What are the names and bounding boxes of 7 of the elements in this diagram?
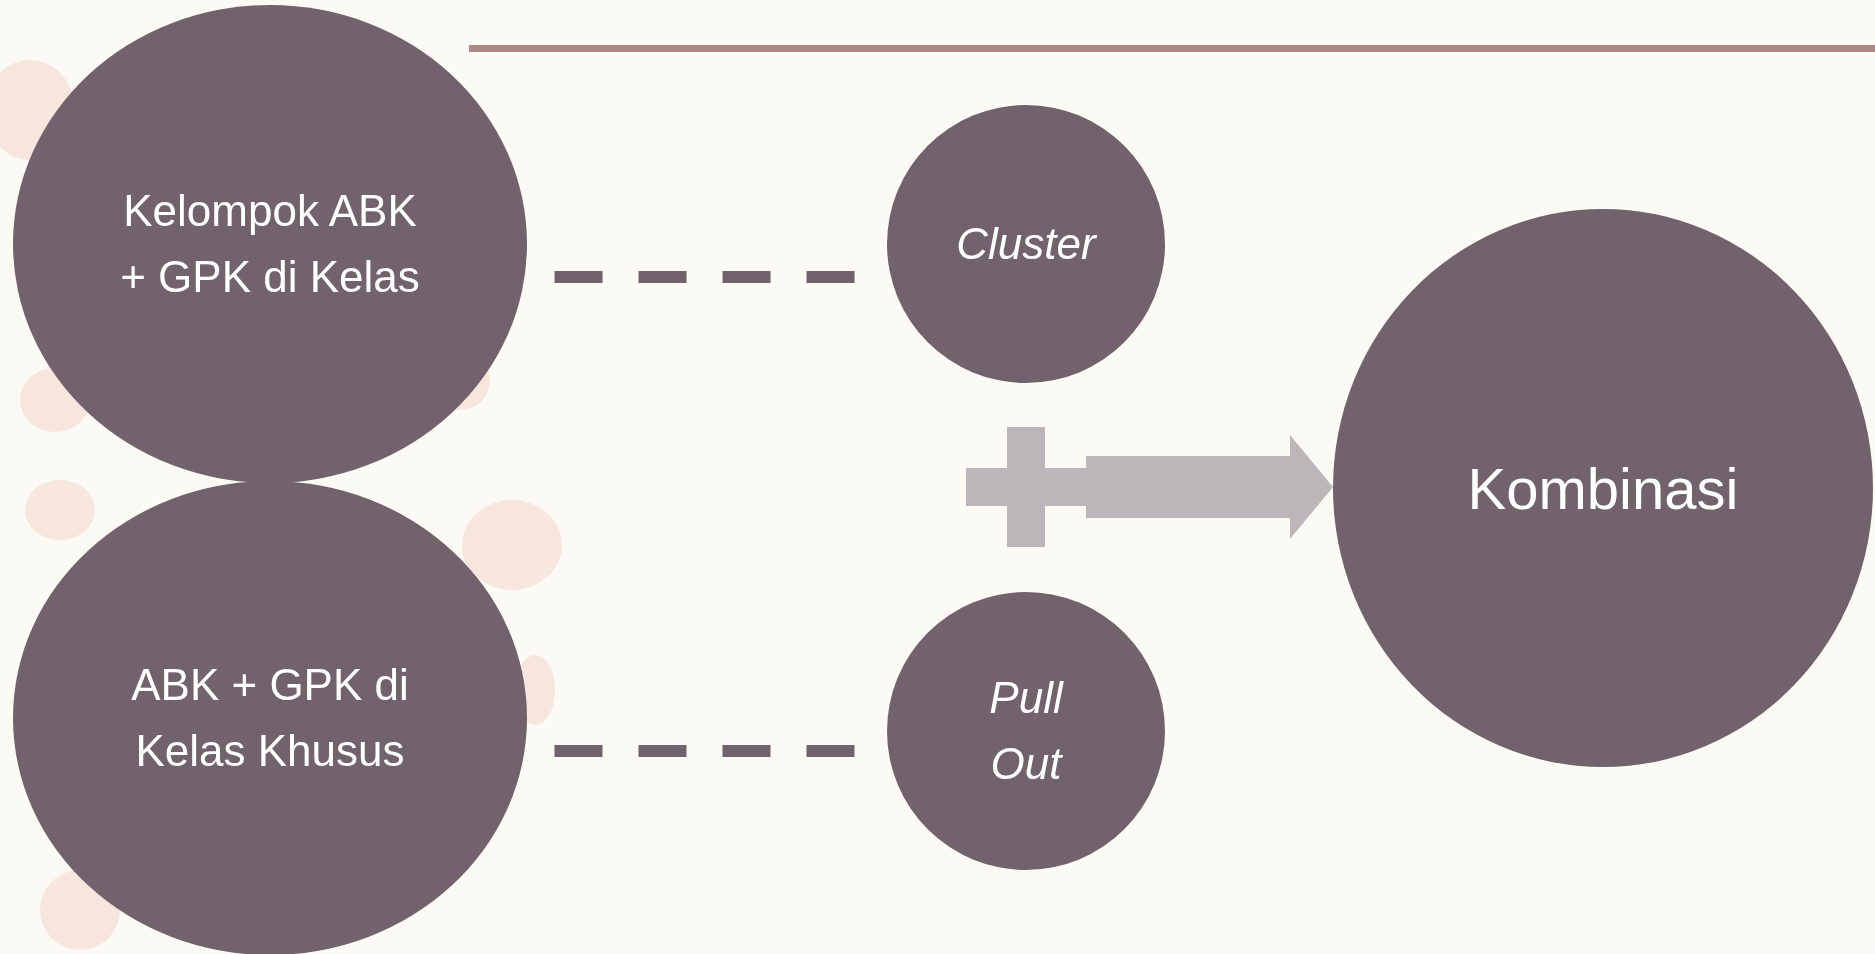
node-label: Kelompok ABK + GPK di Kelas xyxy=(120,185,420,303)
node-label: Cluster xyxy=(955,218,1098,270)
block-arrow xyxy=(1086,435,1333,539)
node-label: ABK + GPK di Kelas Khusus xyxy=(130,659,410,777)
node-label: Pull Out xyxy=(988,672,1065,790)
node-label: Kombinasi xyxy=(1466,454,1740,523)
plus-sign xyxy=(966,427,1086,547)
